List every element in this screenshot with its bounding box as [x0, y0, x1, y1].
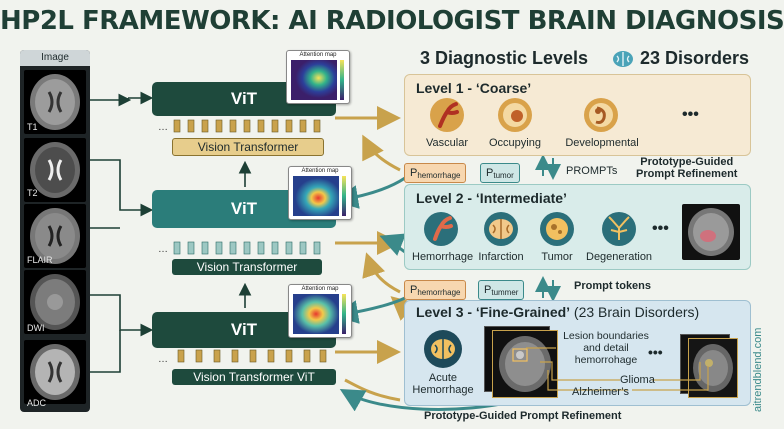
scan-label-adc: ADC: [27, 398, 47, 408]
scan-t1: [24, 70, 86, 134]
scan-label-dwi: DWI: [27, 323, 45, 333]
scan-label-flair: FLAIR: [27, 255, 53, 265]
scan-dwi: [24, 270, 86, 334]
level-2-item-degeneration: Degeneration: [586, 251, 653, 263]
degeneration-icon: [602, 212, 636, 246]
acute-hemorrhage-icon: [424, 330, 462, 368]
occupying-icon: [498, 98, 532, 132]
scan-adc: [24, 340, 86, 404]
level-3-title: Level 3 - ‘Fine-Grained’: [416, 304, 571, 320]
attention-map-3: Attention map: [288, 284, 352, 338]
diagnostic-levels-heading: 3 Diagnostic Levels: [420, 48, 589, 68]
level-2-item-hemorrhage: Hemorrhage: [412, 251, 474, 263]
brain-icon: [612, 50, 634, 68]
scan-flair: [24, 204, 86, 268]
prompt-tokens-caption: Prompt tokens: [574, 280, 652, 292]
level-3-item-acute-hemorrhage: Acute Hemorrhage: [412, 372, 474, 396]
attention-map-1-title: Attention map: [299, 52, 337, 58]
page-title: HP2L FRAMEWORK: AI RADIOLOGIST BRAIN DIA…: [0, 6, 784, 36]
annotation-lesion: Lesion boundaries and detail hemorrohage: [563, 330, 649, 366]
watermark: aitrendblend.com: [752, 327, 764, 412]
hemorrhage-icon: [424, 212, 458, 246]
vit-1-sublabel: Vision Transformer: [172, 138, 324, 156]
level-1-item-developmental: Developmental: [565, 137, 639, 149]
prompt-hemorrhage-1-sub: hemorrhage: [417, 171, 461, 180]
prompt-tumor-1: Ptumor: [480, 163, 520, 183]
prompt-tumor-2-base: P: [484, 284, 492, 296]
prompt-hemorrhage-1-base: P: [410, 167, 418, 179]
prompt-hemorrhage-1: Phemorrhage: [404, 163, 467, 183]
vit-3-sublabel: Vision Transformer ViT: [172, 369, 336, 385]
annotation-glioma: Glioma: [620, 374, 655, 386]
attention-map-1: Attention map: [286, 50, 350, 104]
level-1-item-occupying: Occupying: [489, 137, 541, 149]
attention-map-2: Attention map: [288, 166, 352, 220]
prompt-tumor-1-sub: tumor: [493, 171, 514, 180]
prompts-caption: PROMPTs: [566, 165, 618, 177]
prompt-hemorrhage-2: Phemorrhage: [404, 280, 467, 300]
attention-map-2-title: Attention map: [301, 168, 339, 174]
prompt-tumor-2: Ptummer: [478, 280, 525, 300]
connector-t2: [90, 159, 154, 217]
level-2-mri-thumbnail: [682, 204, 740, 260]
level-2-more: •••: [652, 220, 669, 237]
connector-dwi: [90, 294, 154, 337]
level-3-heading: Level 3 - ‘Fine-Grained’ (23 Brain Disor…: [416, 304, 699, 322]
scan-label-t2: T2: [27, 188, 38, 198]
scan-t2: [24, 138, 86, 202]
developmental-icon: [584, 98, 618, 132]
level-2-title: Level 2 - ‘Intermediate’: [416, 190, 567, 206]
refinement-label-top: Prototype-Guided Prompt Refinement: [636, 156, 738, 180]
level-3-mri-main: [492, 330, 558, 398]
level-1-more: •••: [682, 106, 699, 123]
disorders-count: 23 Disorders: [640, 48, 750, 68]
prompt-tumor-1-base: P: [486, 167, 494, 179]
level-3-more: •••: [648, 344, 663, 360]
level-2-item-infarction: Infarction: [478, 251, 524, 263]
prompt-hemorrhage-2-sub: hemorrhage: [417, 288, 461, 297]
prompt-tumor-2-sub: tummer: [491, 288, 519, 297]
vit-2-sublabel: Vision Transformer: [172, 259, 322, 275]
level-1-title: Level 1 - ‘Coarse’: [416, 80, 532, 96]
vascular-icon: [430, 98, 464, 132]
infarction-icon: [484, 212, 518, 246]
refinement-label-bottom: Prototype-Guided Prompt Refinement: [424, 410, 622, 422]
level-2-item-tumor: Tumor: [541, 251, 573, 263]
annotation-alzheimers: Alzheimer’s: [572, 386, 630, 398]
level-1-item-vascular: Vascular: [426, 137, 468, 149]
level-3-title-suffix: (23 Brain Disorders): [570, 304, 700, 320]
scan-label-t1: T1: [27, 122, 38, 132]
connector-adc: [90, 330, 121, 373]
image-column-header: Image: [20, 50, 90, 66]
tumor-icon: [540, 212, 574, 246]
prompt-hemorrhage-2-base: P: [410, 284, 418, 296]
attention-map-3-title: Attention map: [301, 286, 339, 292]
level-3-mri-right: [688, 338, 738, 398]
